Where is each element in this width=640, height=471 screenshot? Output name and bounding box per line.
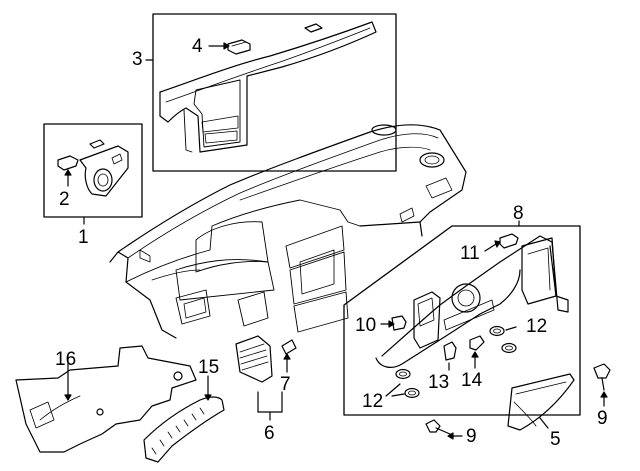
callout-12-lower: 12 [362,391,384,412]
callout-12-upper: 12 [526,316,548,337]
callout-5: 5 [550,429,561,450]
callout-1: 1 [78,227,89,248]
bolts-9 [425,363,611,440]
callout-7: 7 [280,374,291,395]
callout-13: 13 [428,372,450,393]
callout-9-right: 9 [597,408,608,429]
callout-2: 2 [59,189,70,210]
insulator-16 [15,345,197,453]
callout-4: 4 [192,36,203,57]
callout-14: 14 [461,370,483,391]
callout-8: 8 [513,203,524,224]
callout-10: 10 [355,315,377,336]
trim-strip-15 [143,375,225,463]
side-vent-box [43,123,143,225]
callout-11: 11 [460,243,480,264]
glovebox-5 [507,373,575,431]
trim-panel-box [145,13,397,172]
callout-6: 6 [264,423,275,444]
callout-16: 16 [55,349,77,370]
instrument-panel [109,124,467,339]
callout-9-bottom: 9 [466,426,477,447]
lower-trim-box [343,220,581,416]
callout-15: 15 [198,357,220,378]
callout-3: 3 [132,49,143,70]
vent-6-7 [235,335,297,421]
